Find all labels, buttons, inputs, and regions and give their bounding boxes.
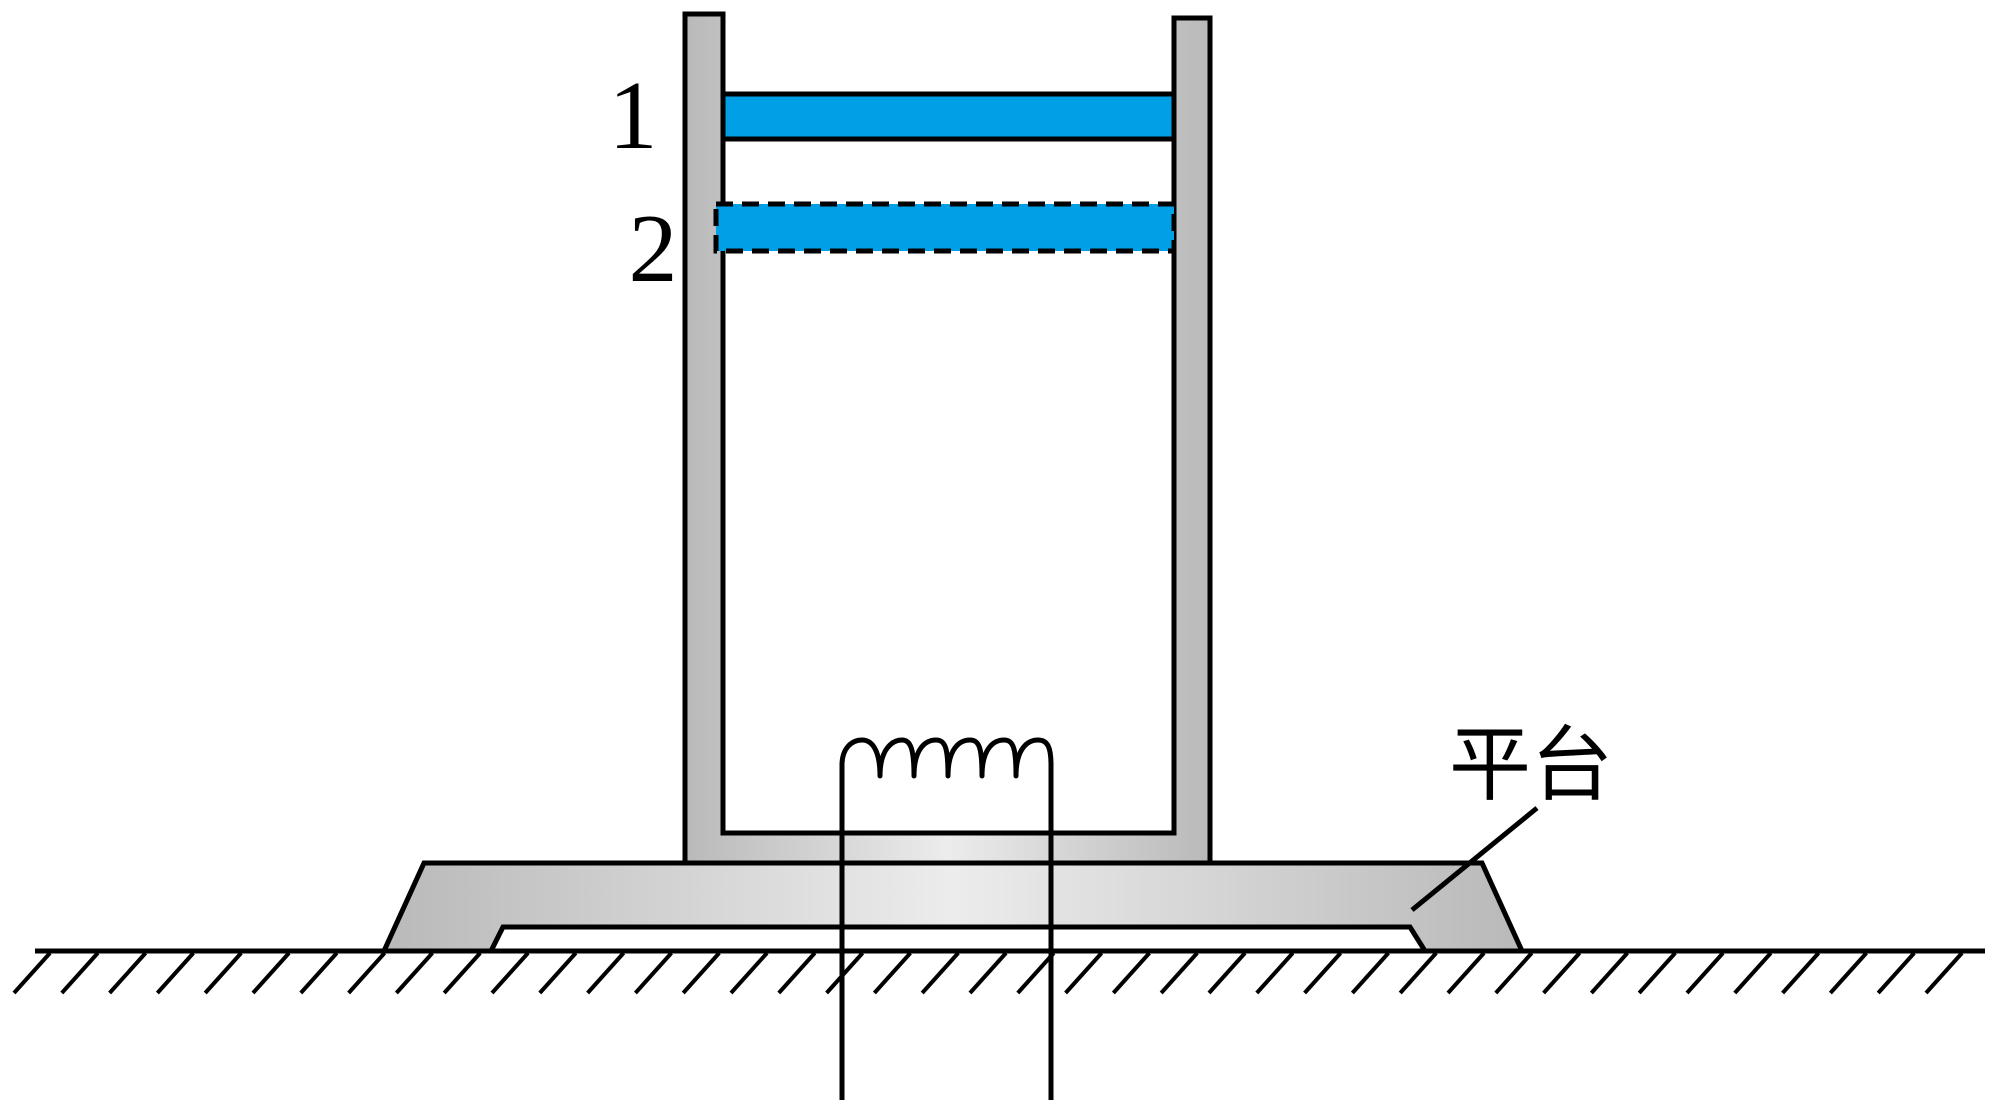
hatch-mark — [825, 951, 865, 995]
hatch-mark — [1781, 951, 1821, 995]
platform-leader-line — [1410, 806, 1539, 912]
hatch-mark — [12, 951, 52, 995]
hatch-mark — [60, 951, 100, 995]
hatch-mark — [538, 951, 578, 995]
hatch-mark — [299, 951, 339, 995]
hatch-mark — [155, 951, 195, 995]
hatch-mark — [490, 951, 530, 995]
hatch-mark — [1494, 951, 1534, 995]
hatch-mark — [1016, 951, 1056, 995]
hatch-mark — [1637, 951, 1677, 995]
plate-position-2 — [713, 201, 1177, 254]
hatch-mark — [347, 951, 387, 995]
hatch-mark — [1398, 951, 1438, 995]
hatch-mark — [251, 951, 291, 995]
hatch-mark — [681, 951, 721, 995]
hatch-mark — [394, 951, 434, 995]
hatch-mark — [1159, 951, 1199, 995]
hatch-mark — [1303, 951, 1343, 995]
label-position-2: 2 — [629, 195, 678, 303]
hatch-mark — [1064, 951, 1104, 995]
hatch-mark — [920, 951, 960, 995]
label-position-1: 1 — [609, 62, 658, 170]
hatch-mark — [1685, 951, 1725, 995]
plate-position-1 — [720, 91, 1177, 142]
hatch-mark — [872, 951, 912, 995]
hatch-mark — [1828, 951, 1868, 995]
hatch-mark — [1255, 951, 1295, 995]
hatch-mark — [1876, 951, 1916, 995]
hatch-mark — [1350, 951, 1390, 995]
hatch-mark — [586, 951, 626, 995]
hatch-mark — [633, 951, 673, 995]
hatch-mark — [1924, 951, 1964, 995]
hatch-mark — [1207, 951, 1247, 995]
ground — [12, 948, 1985, 995]
label-platform: 平台 — [1449, 718, 1613, 813]
hatch-mark — [442, 951, 482, 995]
hatch-mark — [1733, 951, 1773, 995]
u-frame — [682, 11, 1213, 866]
coil — [839, 737, 1054, 1100]
hatch-mark — [1446, 951, 1486, 995]
platform-base — [380, 860, 1526, 954]
ground-hatching — [12, 951, 1964, 995]
hatch-mark — [108, 951, 148, 995]
hatch-mark — [1589, 951, 1629, 995]
hatch-mark — [1542, 951, 1582, 995]
hatch-mark — [1111, 951, 1151, 995]
hatch-mark — [777, 951, 817, 995]
hatch-mark — [203, 951, 243, 995]
hatch-mark — [968, 951, 1008, 995]
hatch-mark — [729, 951, 769, 995]
